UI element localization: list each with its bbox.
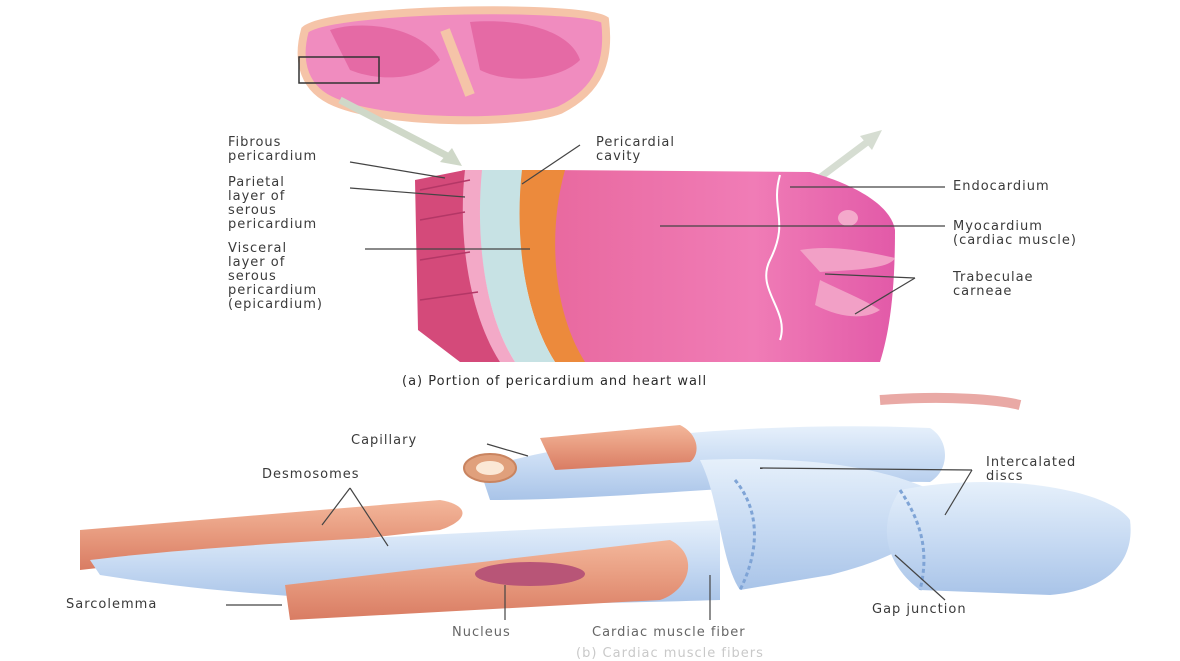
- label-endocardium: Endocardium: [953, 180, 1050, 194]
- label-trabeculae-carneae: Trabeculae carneae: [953, 271, 1034, 299]
- label-visceral-layer: Visceral layer of serous pericardium (ep…: [228, 242, 323, 312]
- label-capillary: Capillary: [351, 434, 417, 448]
- label-desmosomes: Desmosomes: [262, 468, 360, 482]
- label-pericardial-cavity: Pericardial cavity: [596, 136, 675, 164]
- label-parietal-layer: Parietal layer of serous pericardium: [228, 176, 317, 232]
- label-gap-junction: Gap junction: [872, 603, 967, 617]
- label-cardiac-muscle-fiber: Cardiac muscle fiber: [592, 626, 746, 640]
- heart-wall-section: [415, 170, 895, 362]
- label-sarcolemma: Sarcolemma: [66, 598, 157, 612]
- label-myocardium: Myocardium (cardiac muscle): [953, 220, 1077, 248]
- caption-b: (b) Cardiac muscle fibers: [576, 646, 764, 661]
- muscle-fibers: [80, 398, 1131, 620]
- label-fibrous-pericardium: Fibrous pericardium: [228, 136, 317, 164]
- nucleus-shape: [475, 562, 585, 586]
- label-intercalated-discs: Intercalated discs: [986, 456, 1076, 484]
- label-nucleus: Nucleus: [452, 626, 511, 640]
- caption-a: (a) Portion of pericardium and heart wal…: [402, 374, 707, 389]
